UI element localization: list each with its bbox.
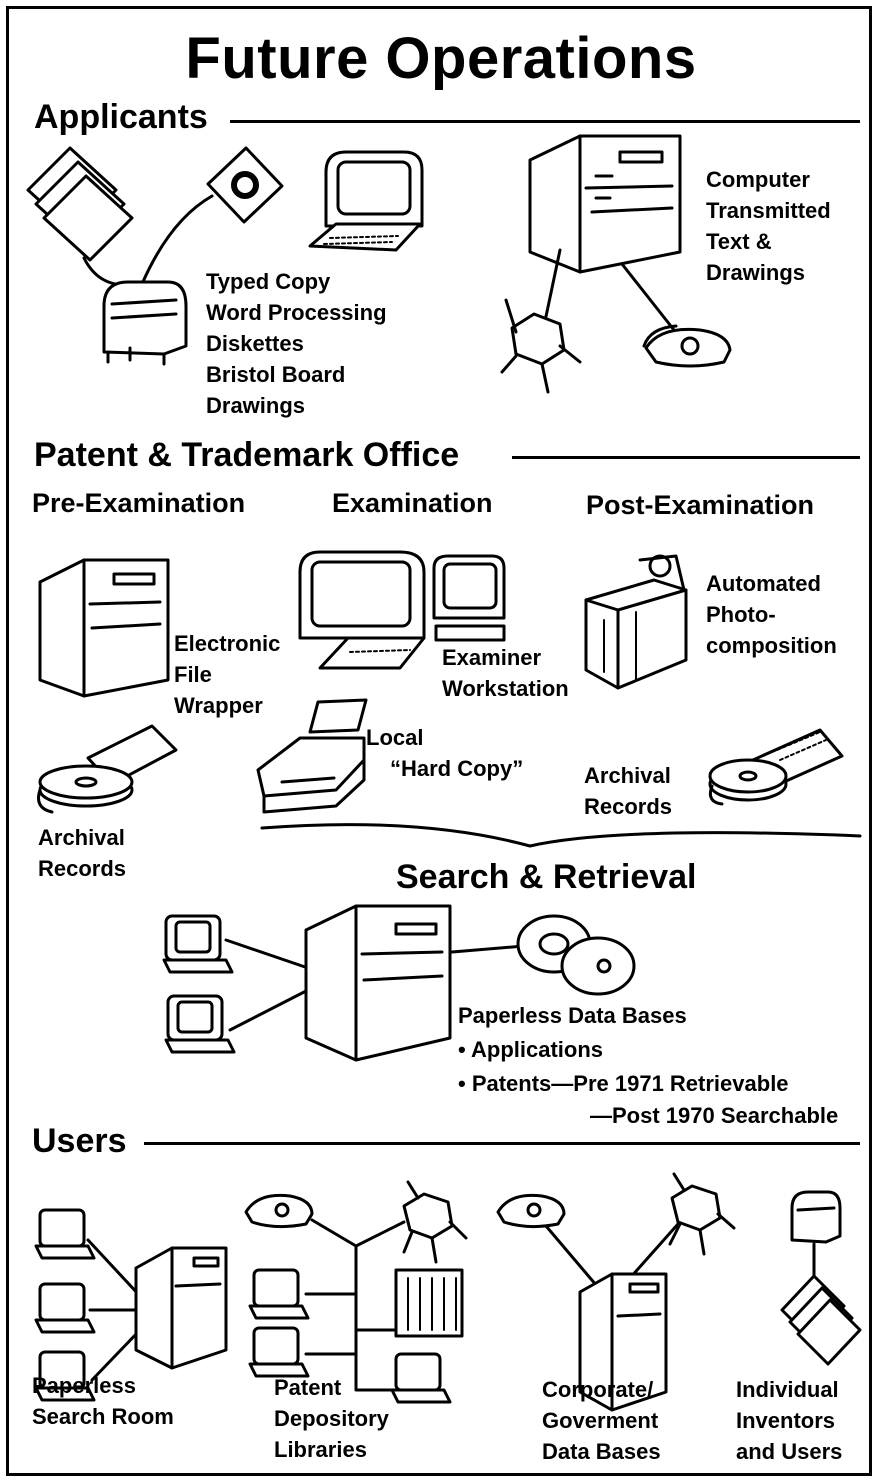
users-rule <box>144 1142 860 1145</box>
mainframe-icon <box>530 136 680 272</box>
telephone-icon <box>644 326 730 366</box>
photocomposer-icon <box>586 556 686 688</box>
individual-mail-icon <box>782 1192 860 1364</box>
examiner-label: Examiner Workstation <box>442 645 569 701</box>
searchroom-terminals-icon <box>36 1210 94 1400</box>
databases-bullet-patents: • Patents—Pre 1971 Retrievable <box>458 1071 789 1096</box>
searchroom-label: Paperless Search Room <box>32 1373 174 1429</box>
optical-disc-drive-right-icon <box>710 730 842 804</box>
satellite-icon <box>502 300 580 392</box>
databases-bullet-post1970: —Post 1970 Searchable <box>590 1103 839 1128</box>
diskette-icon <box>208 148 282 222</box>
corporate-label: Corporate/ Goverment Data Bases <box>542 1377 661 1464</box>
libraries-network-icon <box>246 1182 466 1402</box>
users-heading: Users <box>32 1122 127 1160</box>
optical-disc-drive-left-icon <box>39 726 177 812</box>
search-terminal-2-icon <box>166 996 234 1052</box>
page-title: Future Operations <box>185 26 697 91</box>
pto-rule <box>512 456 860 459</box>
searchroom-connectors <box>88 1240 140 1380</box>
optical-discs-icon <box>518 916 634 994</box>
applicants-heading: Applicants <box>34 98 208 136</box>
connector-diskette-mailbox <box>142 196 212 284</box>
databases-bullet-applications: • Applications <box>458 1037 604 1062</box>
applicants-rule <box>230 120 860 123</box>
mailbox-icon <box>104 282 186 364</box>
pre-examination-label: Pre-Examination <box>32 488 246 518</box>
pto-heading: Patent & Trademark Office <box>34 436 460 474</box>
individual-label: Individual Inventors and Users <box>736 1377 843 1464</box>
hardcopy-label: Local “Hard Copy” <box>366 725 524 781</box>
searchroom-mainframe-icon <box>136 1248 226 1368</box>
search-terminal-1-icon <box>164 916 232 972</box>
search-brace <box>262 825 860 846</box>
applicants-paper-label: Typed Copy Word Processing Diskettes Bri… <box>206 269 387 418</box>
databases-title: Paperless Data Bases <box>458 1003 687 1028</box>
terminal-icon <box>310 152 422 250</box>
connector-mainframe-telephone <box>622 264 674 330</box>
efw-mainframe-icon <box>40 560 168 696</box>
libraries-label: Patent Depository Libraries <box>274 1375 389 1462</box>
paper-stack-icon <box>28 148 132 260</box>
examiner-terminal-icon <box>300 552 424 668</box>
archival-left-label: Archival Records <box>38 825 127 881</box>
connector-mainframe-satellite <box>544 250 560 326</box>
examination-label: Examination <box>332 488 493 518</box>
examiner-terminal-2-icon <box>434 556 504 640</box>
photocomposition-label: Automated Photo- composition <box>706 571 837 658</box>
search-retrieval-heading: Search & Retrieval <box>396 858 697 896</box>
efw-label: Electronic File Wrapper <box>174 631 281 718</box>
search-terminal-connectors <box>226 940 308 1030</box>
printer-icon <box>258 700 366 812</box>
diagram-frame <box>6 6 872 1476</box>
archival-right-label: Archival Records <box>584 763 673 819</box>
corporate-network-icon <box>498 1174 734 1410</box>
connector-mainframe-discs <box>452 946 524 952</box>
post-examination-label: Post-Examination <box>586 490 815 520</box>
search-mainframe-icon <box>306 906 450 1060</box>
applicants-electronic-label: Computer Transmitted Text & Drawings <box>706 167 831 285</box>
